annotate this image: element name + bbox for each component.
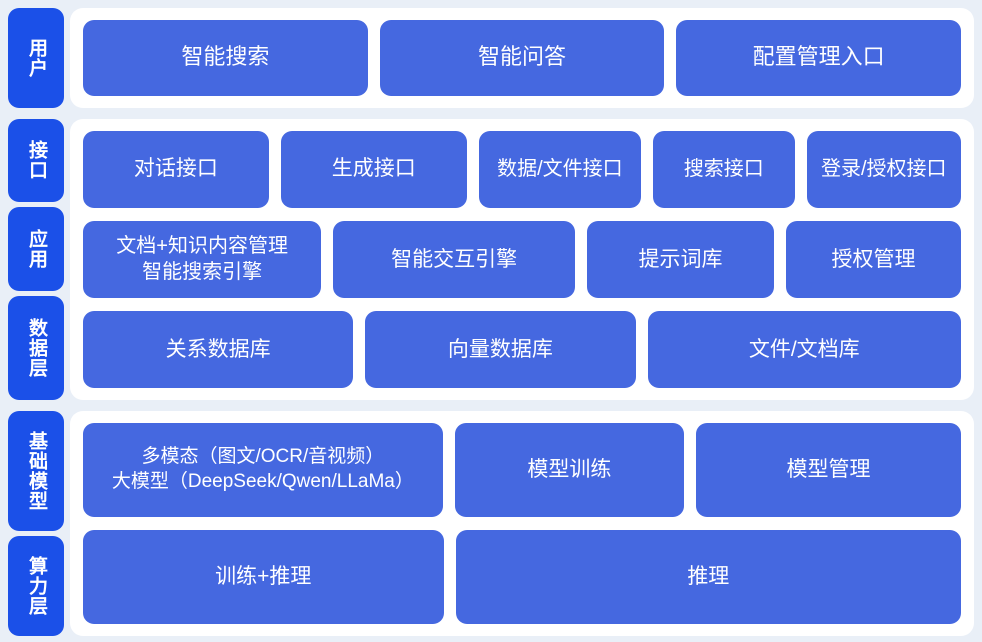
rail-tab-user[interactable]: 用户 <box>8 8 64 108</box>
node-smart-qa[interactable]: 智能问答 <box>379 20 665 96</box>
panel-user: 智能搜索 智能问答 配置管理入口 <box>70 8 974 108</box>
band-base: 基础模型 算力层 多模态（图文/OCR/音视频） 大模型（DeepSeek/Qw… <box>8 411 974 637</box>
node-inference[interactable]: 推理 <box>455 530 961 625</box>
rail-tab-foundation-model[interactable]: 基础模型 <box>8 411 64 532</box>
row-data-layer: 关系数据库 向量数据库 文件/文档库 <box>83 310 962 389</box>
node-training-plus-inference[interactable]: 训练+推理 <box>83 530 444 625</box>
row-interface: 对话接口 生成接口 数据/文件接口 搜索接口 登录/授权接口 <box>83 130 961 208</box>
node-generation-api[interactable]: 生成接口 <box>280 130 467 208</box>
rail-middle: 接口 应用 数据层 <box>8 118 64 401</box>
node-doc-knowledge-management[interactable]: 文档+知识内容管理 智能搜索引擎 <box>83 220 322 298</box>
node-file-document-store[interactable]: 文件/文档库 <box>647 310 962 389</box>
rail-tab-application[interactable]: 应用 <box>8 207 64 292</box>
rail-user: 用户 <box>8 8 64 108</box>
node-config-management-entry[interactable]: 配置管理入口 <box>676 20 962 96</box>
row-user-entries: 智能搜索 智能问答 配置管理入口 <box>83 20 962 96</box>
row-foundation-model: 多模态（图文/OCR/音视频） 大模型（DeepSeek/Qwen/LLaMa）… <box>83 423 961 518</box>
node-dialogue-api[interactable]: 对话接口 <box>83 130 269 208</box>
row-application: 文档+知识内容管理 智能搜索引擎 智能交互引擎 提示词库 授权管理 <box>83 220 961 298</box>
node-authorization-management[interactable]: 授权管理 <box>785 220 961 298</box>
node-search-api[interactable]: 搜索接口 <box>653 130 795 208</box>
panel-middle: 对话接口 生成接口 数据/文件接口 搜索接口 登录/授权接口 文档+知识内容管理… <box>70 118 974 401</box>
rail-tab-interface[interactable]: 接口 <box>8 118 64 203</box>
node-login-auth-api[interactable]: 登录/授权接口 <box>806 130 961 208</box>
row-compute-layer: 训练+推理 推理 <box>83 530 961 625</box>
node-smart-interaction-engine[interactable]: 智能交互引擎 <box>333 220 575 298</box>
node-model-training[interactable]: 模型训练 <box>454 423 685 518</box>
band-middle: 接口 应用 数据层 对话接口 生成接口 数据/文件接口 搜索接口 登录/授权接口… <box>8 118 974 401</box>
panel-base: 多模态（图文/OCR/音视频） 大模型（DeepSeek/Qwen/LLaMa）… <box>70 411 974 636</box>
node-model-management[interactable]: 模型管理 <box>696 423 961 518</box>
rail-base: 基础模型 算力层 <box>8 411 64 637</box>
node-prompt-library[interactable]: 提示词库 <box>586 220 774 298</box>
node-multimodal-large-model[interactable]: 多模态（图文/OCR/音视频） 大模型（DeepSeek/Qwen/LLaMa） <box>83 423 443 518</box>
node-relational-database[interactable]: 关系数据库 <box>83 310 354 389</box>
rail-tab-data-layer[interactable]: 数据层 <box>8 296 64 401</box>
node-smart-search[interactable]: 智能搜索 <box>83 20 368 96</box>
node-data-file-api[interactable]: 数据/文件接口 <box>478 130 642 208</box>
rail-tab-compute-layer[interactable]: 算力层 <box>8 536 64 637</box>
node-vector-database[interactable]: 向量数据库 <box>365 310 636 389</box>
band-user: 用户 智能搜索 智能问答 配置管理入口 <box>8 8 974 108</box>
